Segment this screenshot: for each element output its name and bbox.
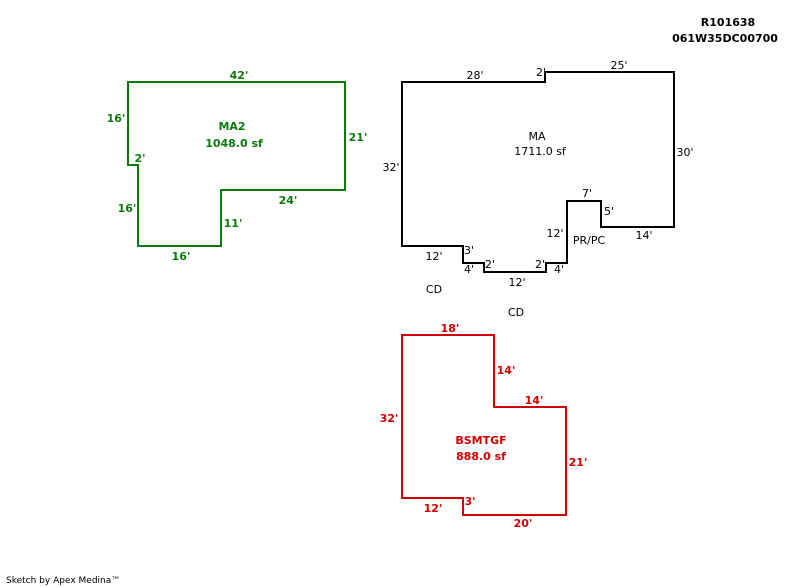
ma-porch-label: PR/PC bbox=[573, 234, 606, 247]
ma2-dim-top: 42' bbox=[230, 69, 249, 82]
bsmt-name: BSMTGF bbox=[455, 434, 506, 447]
ma-dim-jog-5: 4' bbox=[554, 263, 564, 276]
bsmt-dim-bottom: 20' bbox=[514, 517, 533, 530]
ma-dim-bottom-left: 12' bbox=[425, 250, 442, 263]
ma2-dim-left-lower: 16' bbox=[118, 202, 137, 215]
ma-dim-porch-top: 7' bbox=[582, 187, 592, 200]
ma-dim-bottom-center: 12' bbox=[508, 276, 525, 289]
ma-dim-top-left: 28' bbox=[466, 69, 483, 82]
ma-dim-right: 30' bbox=[676, 146, 693, 159]
bsmt-outline bbox=[401, 334, 567, 516]
ma-dim-bottom-right: 14' bbox=[635, 229, 652, 242]
ma-dim-jog-4: 2' bbox=[535, 258, 545, 271]
ma-dim-jog-2: 4' bbox=[464, 263, 474, 276]
ma-dim-top-jog: 2' bbox=[536, 66, 546, 79]
ma2-outline bbox=[127, 81, 346, 247]
ma-area-value: 1711.0 sf bbox=[514, 145, 567, 158]
bsmt-dim-top: 18' bbox=[441, 322, 460, 335]
bsmt-dim-right: 21' bbox=[569, 456, 588, 469]
bsmt-dim-left: 32' bbox=[380, 412, 399, 425]
cd-label-right: CD bbox=[508, 306, 524, 319]
ma-dim-jog-1: 3' bbox=[464, 244, 474, 257]
ma2-name: MA2 bbox=[218, 120, 245, 133]
ma-dim-porch-right: 5' bbox=[604, 205, 614, 218]
bsmt-dim-bottom-left: 12' bbox=[424, 502, 443, 515]
ma2-area-value: 1048.0 sf bbox=[205, 137, 263, 150]
map-number: 061W35DC00700 bbox=[672, 32, 778, 45]
footer-credit: Sketch by Apex Medina™ bbox=[6, 576, 120, 586]
cd-label-left: CD bbox=[426, 283, 442, 296]
ma-dim-top-right: 25' bbox=[610, 59, 627, 72]
account-number: R101638 bbox=[701, 16, 755, 29]
ma2-dim-left-upper: 16' bbox=[107, 112, 126, 125]
ma-dim-jog-3: 2' bbox=[485, 258, 495, 271]
bsmt-dim-inner-vertical: 14' bbox=[497, 364, 516, 377]
ma2-dim-step: 24' bbox=[279, 194, 298, 207]
ma2-dim-notch: 2' bbox=[134, 152, 145, 165]
ma-dim-left: 32' bbox=[382, 161, 399, 174]
ma-dim-porch-left: 12' bbox=[546, 227, 563, 240]
bsmt-dim-step: 14' bbox=[525, 394, 544, 407]
ma-area: MA 1711.0 sf 28' 2' 25' 32' 30' 7' 5' 12… bbox=[382, 59, 693, 289]
bsmt-dim-jog: 3' bbox=[464, 495, 475, 508]
bsmt-area-value: 888.0 sf bbox=[456, 450, 506, 463]
ma2-dim-right: 21' bbox=[349, 131, 368, 144]
ma-name: MA bbox=[528, 130, 545, 143]
ma2-dim-bottom: 16' bbox=[172, 250, 191, 263]
bsmt-area: BSMTGF 888.0 sf 18' 14' 14' 32' 21' 12' … bbox=[380, 322, 588, 530]
ma-outline bbox=[401, 71, 675, 273]
ma2-area: MA2 1048.0 sf 42' 16' 21' 2' 24' 16' 11'… bbox=[107, 69, 368, 263]
ma2-dim-inner-vertical: 11' bbox=[224, 217, 243, 230]
